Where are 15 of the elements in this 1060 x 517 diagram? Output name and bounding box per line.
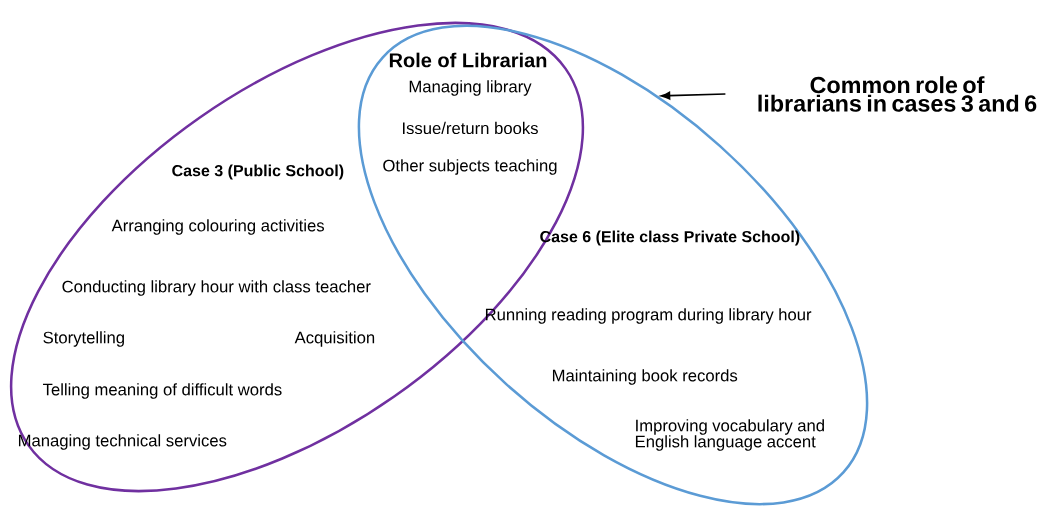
list-item: Improving vocabulary and English language accent: [635, 419, 824, 451]
list-item: Maintaining book records: [552, 369, 738, 385]
list-item: Conducting library hour with class teacher: [62, 280, 371, 296]
list-item: Arranging colouring activities: [111, 219, 325, 235]
list-item: Managing library: [409, 80, 532, 96]
heading: Role of Librarian: [389, 52, 547, 68]
list-item: Acquisition: [294, 331, 375, 347]
arrow: [660, 91, 727, 100]
list-item: Running reading program during library hour: [485, 308, 812, 324]
list-item: Other subjects teaching: [383, 159, 557, 175]
case-heading: Case 3 (Public School): [172, 164, 344, 180]
list-item: Storytelling: [43, 331, 124, 347]
list-item: Issue/return books: [403, 121, 538, 135]
list-item: Telling meaning of difficult words: [43, 383, 282, 399]
callout-text: Common role of librarians in cases 3 and 6: [758, 76, 1037, 112]
